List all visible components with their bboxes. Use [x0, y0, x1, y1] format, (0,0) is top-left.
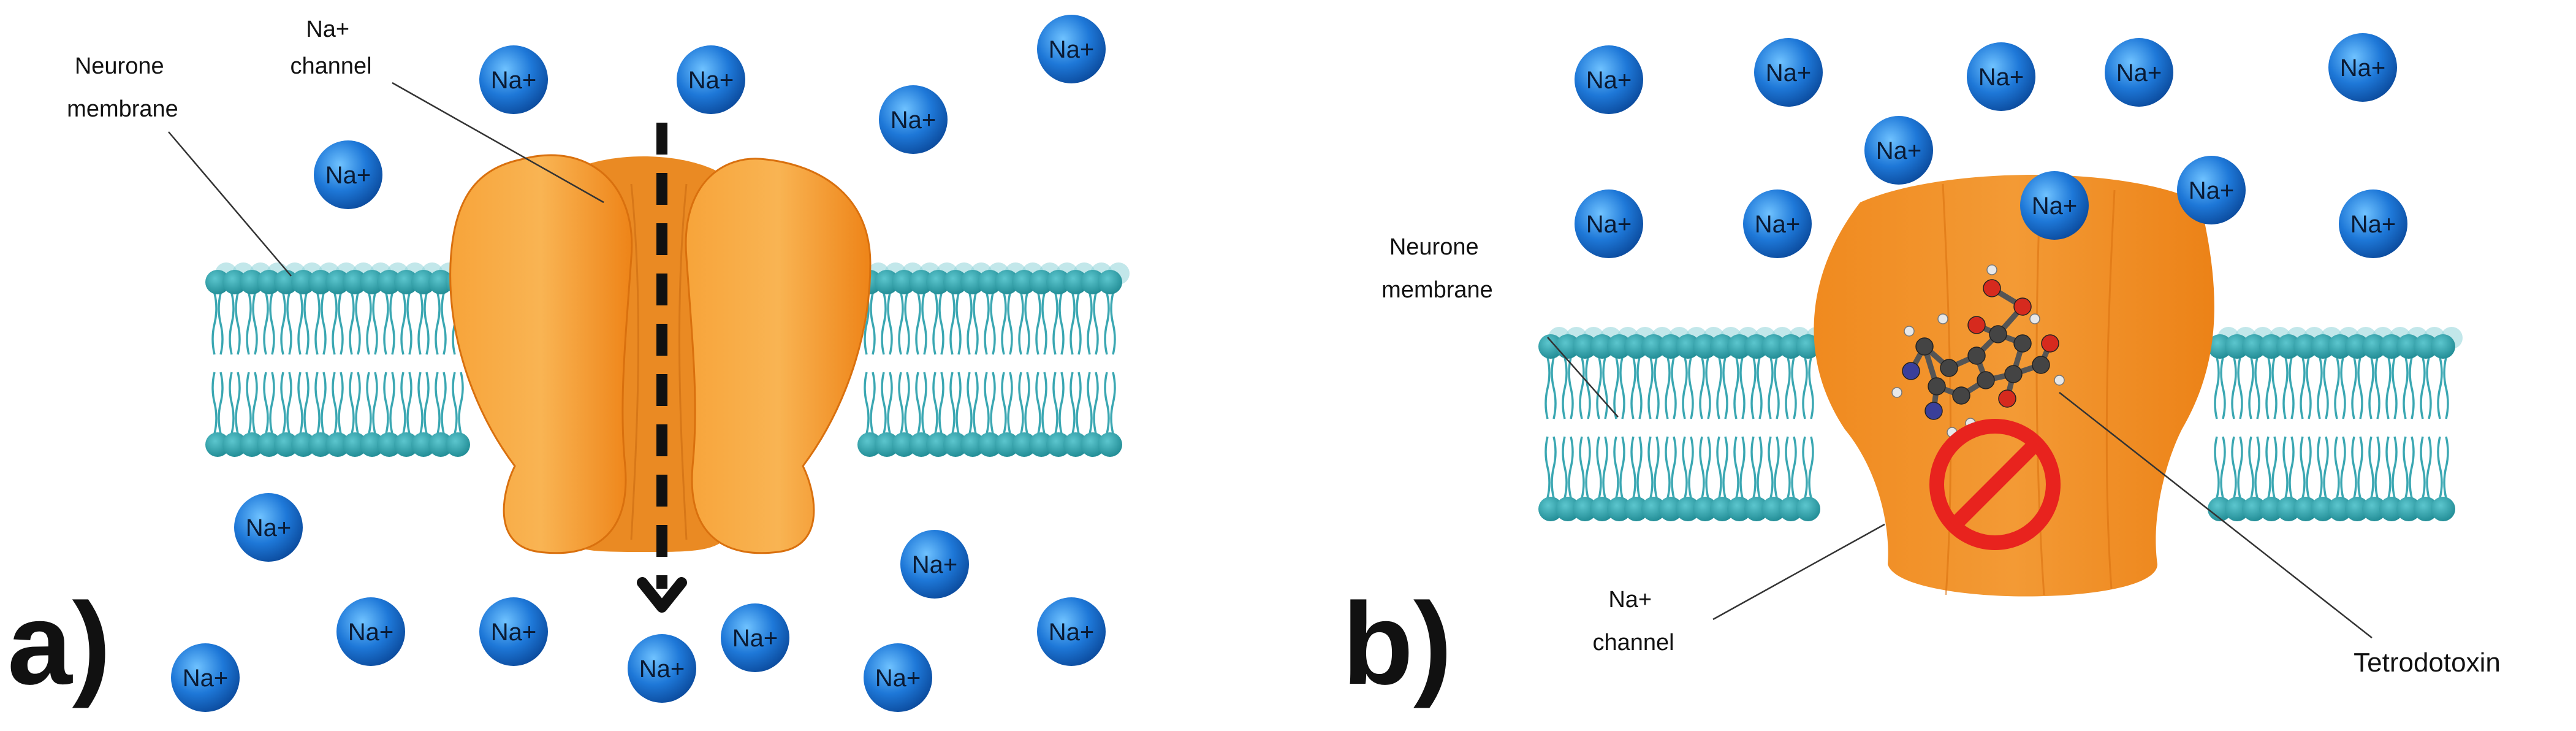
sodium-ion-icon: Na+: [1037, 15, 1106, 83]
ion-label: Na+: [491, 67, 537, 94]
ion-label: Na+: [1049, 619, 1095, 646]
ion-label: Na+: [2116, 59, 2162, 86]
ion-label: Na+: [2340, 55, 2386, 82]
molecule-icon: [1891, 264, 2065, 438]
ion-label: Na+: [1766, 59, 1812, 86]
sodium-ion-icon: Na+: [314, 140, 382, 209]
ion-label: Na+: [891, 107, 937, 134]
channel-body: [1814, 175, 2214, 597]
ion-label: Na+: [1586, 67, 1632, 94]
sodium-ion-icon: Na+: [1575, 45, 1643, 114]
sodium-ion-icon: Na+: [879, 85, 948, 154]
sodium-ion-icon: Na+: [2339, 189, 2407, 258]
channel-lobe-seam: [1942, 183, 1952, 595]
ion-label: Na+: [2350, 211, 2396, 238]
membrane-label: Neurone membrane: [67, 53, 178, 122]
ion-label: Na+: [732, 625, 778, 652]
ion-label: Na+: [325, 162, 371, 189]
sodium-ion-icon: Na+: [1037, 597, 1106, 666]
sodium-ion-icon: Na+: [2177, 156, 2246, 224]
ion-label: Na+: [1049, 36, 1095, 63]
membrane-bilayer: [1538, 327, 2463, 521]
sodium-ion-icon: Na+: [1754, 38, 1823, 107]
sodium-ion-icon: Na+: [479, 597, 548, 666]
toxin-label: Tetrodotoxin: [2354, 648, 2501, 678]
sodium-ion-icon: Na+: [1743, 189, 1812, 258]
no-entry-icon: [1929, 419, 2061, 550]
sodium-ion-icon: Na+: [2328, 33, 2397, 102]
channel-lobe-seam: [678, 183, 688, 540]
sodium-ion-icon: Na+: [171, 643, 240, 712]
sodium-ion-icon: Na+: [721, 603, 789, 672]
channel-right-lobe: [685, 158, 872, 554]
ion-label: Na+: [1755, 211, 1801, 238]
membrane-label: Neurone membrane: [1381, 234, 1493, 303]
channel-leader-line: [1712, 523, 1885, 621]
panel-a: Neurone membrane Na+ channel a) Na+Na+Na…: [7, 15, 1130, 712]
ion-flow-arrow: [637, 123, 687, 613]
sodium-ion-icon: Na+: [1575, 189, 1643, 258]
panel-b: Neurone membrane Na+ channel Tetrodotoxi…: [1342, 33, 2501, 709]
channel-label: Na+ channel: [290, 17, 371, 79]
arrow-down-icon: [637, 577, 687, 613]
ion-label: Na+: [183, 665, 229, 692]
panel-label-b: b): [1342, 579, 1452, 709]
ion-label: Na+: [2032, 193, 2078, 220]
ion-label: Na+: [688, 67, 734, 94]
sodium-ion-icon: Na+: [900, 530, 969, 599]
toxin-leader-line: [2059, 392, 2373, 638]
sodium-ion-icon: Na+: [479, 45, 548, 114]
channel-lobe-seam: [2105, 189, 2116, 589]
channel-leader-line: [392, 82, 604, 204]
sodium-ion-icon: Na+: [2020, 171, 2089, 240]
sodium-ion-icon: Na+: [628, 634, 696, 703]
sodium-ion-icon: Na+: [336, 597, 405, 666]
channel-lobe-seam: [630, 183, 640, 540]
sodium-ion-icon: Na+: [1967, 42, 2035, 111]
ion-label: Na+: [912, 551, 958, 578]
membrane-leader-line: [1547, 337, 1619, 418]
ion-group: Na+ Na+ Na+ Na+ Na+ Na+ Na+ Na+ Na+ Na+ Na+: [1575, 33, 2407, 258]
membrane-bilayer: [205, 262, 1130, 457]
ion-label: Na+: [875, 665, 921, 692]
sodium-channel: [449, 154, 872, 554]
ion-label: Na+: [2189, 177, 2235, 204]
channel-left-lobe: [449, 154, 633, 554]
sodium-channel-blocked: [1814, 175, 2214, 597]
sodium-ion-icon: Na+: [677, 45, 745, 114]
ion-label: Na+: [348, 619, 394, 646]
sodium-ion-icon: Na+: [234, 493, 303, 562]
ion-group: Na+ Na+ Na+ Na+ Na+ Na+ Na+ Na+ Na+ Na+ Na+ Na+ Na+ N…: [171, 15, 1106, 712]
ion-label: Na+: [639, 656, 685, 683]
panel-label-a: a): [7, 579, 111, 709]
membrane-leader-line: [168, 131, 292, 277]
ion-label: Na+: [246, 515, 292, 542]
ion-label: Na+: [1978, 64, 2024, 91]
ion-label: Na+: [491, 619, 537, 646]
ion-label: Na+: [1876, 137, 1922, 164]
channel-label: Na+ channel: [1592, 587, 1674, 656]
sodium-ion-icon: Na+: [2105, 38, 2173, 107]
ion-label: Na+: [1586, 211, 1632, 238]
sodium-ion-icon: Na+: [864, 643, 932, 712]
sodium-ion-icon: Na+: [1864, 116, 1933, 185]
